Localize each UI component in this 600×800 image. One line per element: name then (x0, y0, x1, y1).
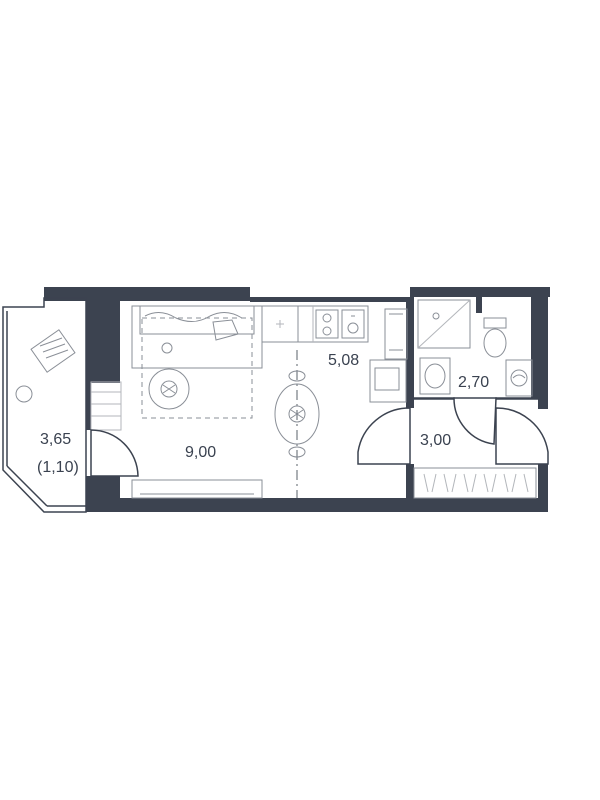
loggia-door (90, 429, 139, 477)
kitchen-sink-icon (369, 359, 407, 403)
loggia-area-label: 3,65 (40, 431, 71, 448)
rug (141, 317, 253, 419)
fridge-icon (384, 308, 408, 360)
kitchen-area-label: 5,08 (328, 352, 359, 369)
kitchen (274, 305, 408, 458)
toilet-icon (483, 317, 507, 358)
room-labels: 3,65 (1,10) 9,00 5,08 3,00 2,70 (37, 352, 489, 476)
side-table-icon (15, 385, 33, 403)
entrance-door (357, 407, 411, 465)
hallway (357, 397, 549, 499)
bathroom-sink-icon (419, 357, 451, 395)
hob-icon (315, 309, 339, 339)
tv-stand (131, 479, 263, 499)
dining-table-icon (274, 370, 320, 458)
loggia (2, 297, 139, 513)
loggia-reduced-area-label: (1,10) (37, 459, 79, 476)
bathroom (417, 299, 533, 397)
coffee-table-icon (148, 368, 190, 410)
hall-area-label: 3,00 (420, 432, 451, 449)
bathroom-door (453, 397, 497, 445)
washing-machine-icon (505, 359, 533, 397)
closet-door (495, 407, 549, 465)
bathroom-area-label: 2,70 (458, 374, 489, 391)
walls (44, 287, 550, 512)
oven-icon (341, 309, 365, 339)
shower-icon (417, 299, 471, 349)
sofa-icon (131, 305, 263, 369)
living-area-label: 9,00 (185, 444, 216, 461)
living-room (131, 305, 299, 499)
deck-chair-icon (30, 329, 76, 373)
